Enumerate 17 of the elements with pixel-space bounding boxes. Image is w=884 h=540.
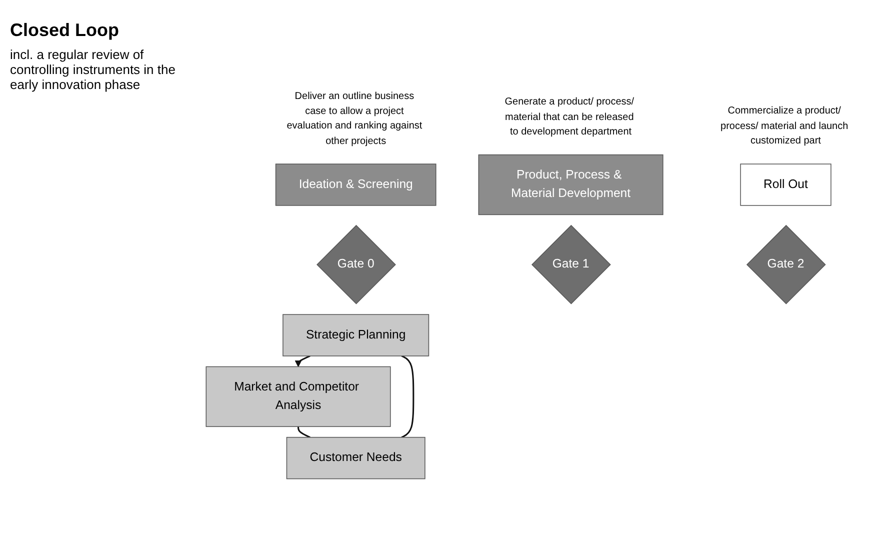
node-box: Market and Competitor Analysis (206, 366, 391, 427)
node-box: Customer Needs (286, 436, 426, 480)
loop-note: incl. a regular review of controlling instruments in the early innovation phase (10, 47, 176, 92)
connector (298, 426, 310, 438)
node-label: Generate a product/ process/ material that can be released to development department (504, 95, 634, 137)
node-diamond: Gate 2 (746, 224, 826, 304)
node-box: Product, Process & Material Development (478, 154, 664, 216)
node-box: Strategic Planning (282, 314, 430, 356)
node-label: Commercialize a product/ process/ material and launch customized part (720, 104, 848, 146)
connector (401, 355, 414, 438)
node-diamond: Gate 1 (531, 224, 611, 304)
node-label: Deliver an outline business case to allow a project evaluation and ranking against other projects (286, 90, 422, 146)
loop-title: Closed Loop (10, 20, 120, 41)
node-box: Roll Out (740, 164, 832, 206)
arrow (294, 355, 310, 368)
node-box: Ideation & Screening (275, 164, 436, 206)
node-diamond: Gate 0 (316, 224, 396, 304)
